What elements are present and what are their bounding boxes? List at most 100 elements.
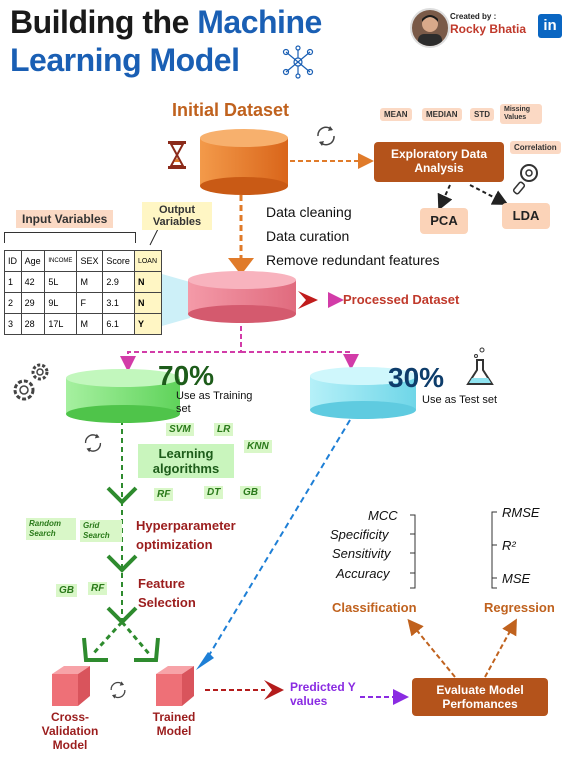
algo-svm: SVM [166, 423, 194, 436]
table-cell: 29 [20, 292, 46, 314]
algo-rf: RF [154, 488, 174, 501]
metric-r2: R² [502, 538, 516, 553]
train-label: Use as Training set [176, 390, 253, 415]
random-search-tag: Random Search [26, 518, 76, 540]
table-beam [155, 272, 190, 328]
table-header-cell: ID [4, 250, 22, 272]
processed-dataset-label: Processed Dataset [343, 292, 460, 307]
metric-sensitivity: Sensitivity [332, 546, 391, 561]
arrow-head-processed [228, 258, 254, 275]
metric-specificity: Specificity [330, 527, 389, 542]
train-percent: 70% [158, 360, 215, 391]
training-set-cylinder [66, 369, 180, 423]
initial-dataset-cylinder [200, 129, 288, 195]
table-row: 3 28 17L M 6.1 Y [4, 313, 163, 335]
test-percent: 30% [388, 362, 445, 393]
chevron-green-right [134, 637, 160, 662]
table-cell: M [76, 271, 104, 293]
author-avatar [410, 8, 450, 48]
stat-tag-std: STD [470, 108, 494, 121]
test-label: Use as Test set [422, 394, 497, 406]
chevron-green-2 [106, 554, 138, 573]
step-remove-redundant: Remove redundant features [266, 252, 440, 268]
stat-tag-mean: MEAN [380, 108, 412, 121]
input-variables-label: Input Variables [16, 210, 114, 228]
table-cell: Y [133, 313, 163, 335]
table-header-cell: Age [20, 250, 46, 272]
chevron-red-icon [298, 291, 318, 309]
arrow-split [120, 318, 242, 372]
table-header-cell: Score [102, 250, 135, 272]
flask-icon [466, 347, 494, 385]
hyperparameter-label: Hyperparameter optimization [136, 518, 236, 552]
regression-label: Regression [484, 600, 555, 615]
feature-algo-gb: GB [56, 584, 77, 597]
neural-network-icon [282, 45, 314, 79]
lda-box: LDA [502, 203, 550, 229]
linkedin-icon[interactable]: in [538, 14, 562, 38]
trained-model-cube [156, 666, 194, 706]
test-set-cylinder [310, 367, 416, 419]
classification-label: Classification [332, 600, 417, 615]
metric-mse: MSE [502, 571, 531, 586]
algo-lr: LR [214, 423, 234, 436]
chevron-green-1 [106, 486, 138, 505]
page-title-line2: Learning Model [10, 42, 240, 78]
metric-rmse: RMSE [502, 505, 540, 520]
page-title-line1: Building the Machine [10, 4, 322, 40]
metric-mcc: MCC [368, 508, 398, 523]
table-cell: 6.1 [102, 313, 135, 335]
table-cell: 9L [44, 292, 78, 314]
processed-dataset-cylinder [188, 271, 296, 323]
chevron-green-left [82, 637, 108, 662]
variables-table: ID Age INCOME SEX Score LOAN 1 42 5L M 2… [4, 250, 163, 335]
correlation-tag: Correlation [510, 141, 561, 154]
table-cell: 2 [4, 292, 22, 314]
arrow-test-to-trained [204, 419, 351, 663]
algo-knn: KNN [244, 440, 272, 453]
magnifier-icon [512, 164, 538, 195]
eda-box: Exploratory Data Analysis [374, 142, 504, 182]
arrow-eda-to-pca [437, 184, 453, 211]
cv-model-label: Cross-Validation Model [41, 710, 99, 752]
table-header-row: ID Age INCOME SEX Score LOAN [4, 250, 163, 272]
table-cell: N [133, 271, 163, 293]
step-data-cleaning: Data cleaning [266, 204, 352, 220]
step-data-curation: Data curation [266, 228, 350, 244]
gears-icon [13, 363, 49, 401]
feature-algo-rf: RF [88, 582, 108, 595]
evaluate-model-box: Evaluate Model Perfomances [412, 678, 548, 716]
algo-dt: DT [204, 486, 224, 499]
table-header-cell: INCOME [44, 250, 78, 272]
table-row: 2 29 9L F 3.1 N [4, 292, 163, 314]
table-cell: 3 [4, 313, 22, 335]
initial-dataset-label: Initial Dataset [172, 100, 290, 120]
grid-search-tag: Grid Search [80, 520, 122, 542]
table-cell: 17L [44, 313, 78, 335]
learning-algorithms-box: Learning algorithms [138, 444, 234, 478]
cycle-icon [317, 126, 335, 146]
table-bracket [4, 232, 136, 243]
algo-gb: GB [240, 486, 261, 499]
metric-accuracy: Accuracy [336, 566, 390, 581]
table-cell: 1 [4, 271, 22, 293]
arrow-split-right [241, 351, 359, 370]
feature-selection-label: Feature Selection [138, 576, 196, 610]
chevron-red-2 [264, 680, 284, 700]
stat-tag-missing: Missing Values [500, 104, 542, 124]
pca-box: PCA [420, 208, 468, 234]
hourglass-icon [168, 141, 186, 169]
trained-model-label: Trained Model [152, 710, 196, 738]
table-cell: F [76, 292, 104, 314]
table-cell: M [76, 313, 104, 335]
output-variables-label: Output Variables [142, 202, 212, 230]
table-cell: 3.1 [102, 292, 135, 314]
table-cell: 2.9 [102, 271, 135, 293]
arrow-eda-to-lda [469, 184, 509, 205]
table-cell: 5L [44, 271, 78, 293]
author-name: Rocky Bhatia [450, 22, 527, 36]
table-cell: 28 [20, 313, 46, 335]
stat-tag-median: MEDIAN [422, 108, 462, 121]
created-by-label: Created by : [450, 12, 497, 21]
